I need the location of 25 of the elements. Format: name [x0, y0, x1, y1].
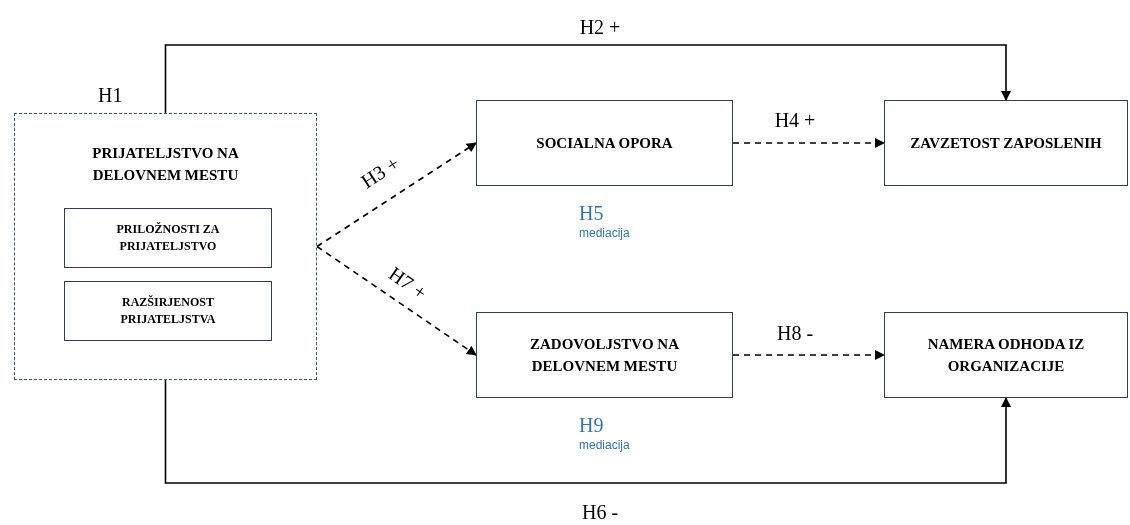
arrow — [316, 245, 477, 356]
construct-label: NAMERA ODHODA IZ ORGANIZACIJE — [926, 335, 1086, 376]
construct-box — [476, 312, 733, 398]
construct-label: PRILOŽNOSTI ZA PRIJATELJSTVO — [115, 221, 221, 255]
construct-label: RAZŠIRJENOST PRIJATELJSTVA — [119, 294, 217, 328]
construct-box — [64, 281, 272, 341]
group-box — [14, 113, 317, 380]
hypothesis-label: H9 — [579, 413, 604, 438]
hypothesis-label: H5 — [579, 201, 604, 226]
construct-box — [884, 312, 1128, 398]
arrow — [164, 379, 1011, 484]
construct-box — [476, 100, 733, 186]
arrow — [316, 142, 477, 248]
mediation-note: mediacija — [579, 437, 630, 454]
construct-label: SOCIALNA OPORA — [535, 134, 674, 153]
mediation-note: mediacija — [579, 225, 630, 242]
group-title: PRIJATELJSTVO NA DELOVNEM MESTU — [91, 144, 240, 185]
construct-box — [64, 208, 272, 268]
arrow — [164, 44, 1011, 114]
hypothesis-label: H1 — [98, 83, 123, 108]
arrow — [732, 350, 885, 360]
arrow — [732, 138, 885, 148]
construct-box — [884, 100, 1128, 186]
construct-label: ZADOVOLJSTVO NA DELOVNEM MESTU — [529, 335, 680, 376]
construct-label: ZAVZETOST ZAPOSLENIH — [909, 134, 1103, 153]
